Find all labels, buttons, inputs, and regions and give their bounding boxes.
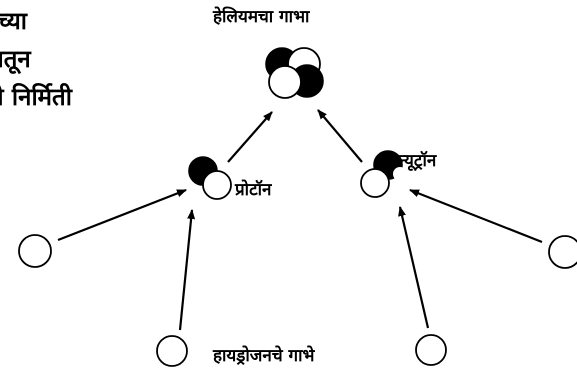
- neutron-label: न्यूट्रॉन: [399, 151, 437, 171]
- hydrogen-nucleus-left: [18, 234, 52, 268]
- arrow-left-hydrogen-to-proton: [57, 188, 187, 242]
- hydrogen-nucleus-right: [548, 235, 577, 269]
- proton-label: प्रोटॉन: [235, 180, 272, 200]
- hydrogen-nucleus-bottom-left: [156, 335, 188, 367]
- helium-nucleus-label: हेलियमचा गाभा: [213, 7, 310, 27]
- arrow-neutron-to-helium: [317, 109, 363, 163]
- hydrogen-nuclei-label: हायड्रोजनचे गाभे: [213, 346, 315, 366]
- caption-line-3: वी निर्मिती: [0, 83, 72, 111]
- caption-line-2: गातून: [0, 45, 31, 73]
- caption-text: नच्या गातून वी निर्मिती: [0, 2, 72, 116]
- caption-line-1: नच्या: [0, 7, 27, 35]
- proton-pair: [188, 156, 232, 200]
- hydrogen-nucleus-bottom-right: [415, 334, 447, 366]
- neutron-pair: [360, 150, 407, 198]
- arrow-bottom-hydrogen-to-proton: [178, 209, 196, 331]
- arrow-proton-to-helium: [227, 111, 273, 163]
- helium-nucleus: [265, 47, 324, 99]
- arrow-right-hydrogen-to-neutron: [409, 188, 543, 244]
- arrow-bottom-hydrogen-to-neutron: [398, 206, 430, 329]
